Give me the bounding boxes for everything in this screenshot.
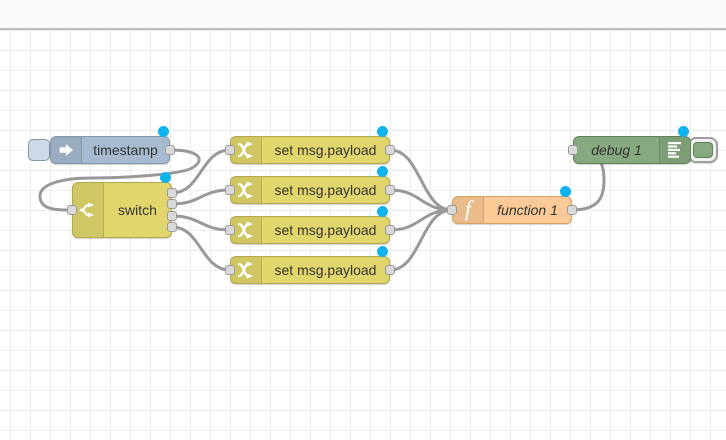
wire-switch-out1-to-change1[interactable] bbox=[170, 148, 232, 195]
node-change-3[interactable]: set msg.payload bbox=[230, 216, 390, 244]
port-output-switch-4[interactable] bbox=[167, 222, 177, 232]
node-label: set msg.payload bbox=[274, 182, 377, 198]
shuffle-icon bbox=[231, 257, 262, 283]
text-lines-icon bbox=[659, 137, 690, 163]
node-debug-1[interactable]: debug 1 bbox=[573, 136, 691, 164]
port-input-change-3[interactable] bbox=[225, 225, 235, 235]
changed-indicator-dot bbox=[678, 126, 689, 137]
port-output-switch-2[interactable] bbox=[167, 199, 177, 209]
wire-switch-out4-to-change4[interactable] bbox=[170, 225, 232, 272]
port-input-debug[interactable] bbox=[568, 145, 578, 155]
shuffle-icon bbox=[231, 177, 262, 203]
node-function-1[interactable]: f function 1 bbox=[452, 196, 572, 224]
wire-switch-out2-to-change2[interactable] bbox=[170, 188, 232, 206]
shuffle-icon bbox=[231, 137, 262, 163]
italic-f-icon: f bbox=[453, 197, 484, 223]
changed-indicator-dot bbox=[377, 246, 388, 257]
changed-indicator-dot bbox=[377, 126, 388, 137]
shuffle-icon bbox=[231, 217, 262, 243]
port-output-switch-3[interactable] bbox=[167, 211, 177, 221]
node-label: set msg.payload bbox=[274, 142, 377, 158]
node-label: function 1 bbox=[497, 202, 558, 218]
changed-indicator-dot bbox=[160, 172, 171, 183]
node-switch[interactable]: switch bbox=[72, 182, 172, 238]
node-label: timestamp bbox=[93, 142, 158, 158]
port-input-change-1[interactable] bbox=[225, 145, 235, 155]
arrow-right-icon bbox=[51, 137, 82, 163]
inject-trigger-button[interactable] bbox=[28, 139, 50, 161]
svg-text:f: f bbox=[465, 198, 474, 221]
port-output-change-2[interactable] bbox=[385, 185, 395, 195]
wire-timestamp-to-switch[interactable] bbox=[38, 148, 201, 212]
wire-switch-out3-to-change3[interactable] bbox=[170, 214, 232, 232]
workspace-top-edge bbox=[0, 0, 726, 30]
node-label: debug 1 bbox=[591, 142, 642, 158]
node-change-2[interactable]: set msg.payload bbox=[230, 176, 390, 204]
node-label: set msg.payload bbox=[274, 262, 377, 278]
port-output-timestamp[interactable] bbox=[165, 145, 175, 155]
changed-indicator-dot bbox=[560, 186, 571, 197]
port-input-change-4[interactable] bbox=[225, 265, 235, 275]
node-inject-timestamp[interactable]: timestamp bbox=[50, 136, 170, 164]
node-change-4[interactable]: set msg.payload bbox=[230, 256, 390, 284]
changed-indicator-dot bbox=[377, 206, 388, 217]
wire-change1-to-function[interactable] bbox=[388, 148, 454, 212]
port-output-change-4[interactable] bbox=[385, 265, 395, 275]
wire-change4-to-function[interactable] bbox=[388, 208, 454, 272]
fork-icon bbox=[73, 183, 104, 237]
debug-toggle-button[interactable] bbox=[688, 137, 718, 163]
changed-indicator-dot bbox=[377, 166, 388, 177]
port-output-change-1[interactable] bbox=[385, 145, 395, 155]
port-output-function[interactable] bbox=[567, 205, 577, 215]
node-label: switch bbox=[118, 202, 157, 218]
node-label: set msg.payload bbox=[274, 222, 377, 238]
changed-indicator-dot bbox=[158, 126, 169, 137]
port-input-function[interactable] bbox=[447, 205, 457, 215]
port-input-change-2[interactable] bbox=[225, 185, 235, 195]
port-output-change-3[interactable] bbox=[385, 225, 395, 235]
node-change-1[interactable]: set msg.payload bbox=[230, 136, 390, 164]
port-output-switch-1[interactable] bbox=[167, 188, 177, 198]
debug-toggle-state bbox=[693, 142, 713, 158]
port-input-switch[interactable] bbox=[67, 205, 77, 215]
